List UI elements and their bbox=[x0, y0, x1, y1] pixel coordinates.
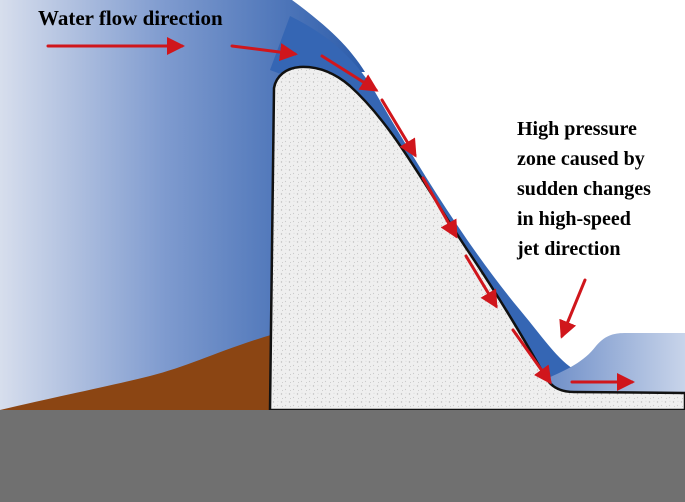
pressure-label-line: in high-speed bbox=[517, 208, 631, 230]
water-flow-label: Water flow direction bbox=[38, 6, 223, 30]
red-arrow-icon bbox=[320, 54, 379, 92]
soil-embankment bbox=[0, 334, 274, 410]
red-arrow-icon bbox=[464, 254, 498, 309]
tailwater bbox=[548, 333, 685, 392]
flow-arrows bbox=[46, 37, 635, 391]
red-arrow-icon bbox=[511, 328, 552, 385]
pressure-label-line: sudden changes bbox=[517, 178, 651, 200]
red-arrow-icon bbox=[559, 278, 587, 339]
pressure-label-line: High pressure bbox=[517, 118, 637, 140]
red-arrow-icon bbox=[380, 98, 417, 158]
pressure-label-line: jet direction bbox=[517, 238, 621, 260]
ground-base bbox=[0, 410, 685, 502]
red-arrow-icon bbox=[230, 43, 298, 62]
high-pressure-zone-label: High pressure zone caused by sudden chan… bbox=[517, 114, 651, 264]
pressure-label-line: zone caused by bbox=[517, 148, 645, 170]
red-arrow-icon bbox=[421, 176, 458, 239]
